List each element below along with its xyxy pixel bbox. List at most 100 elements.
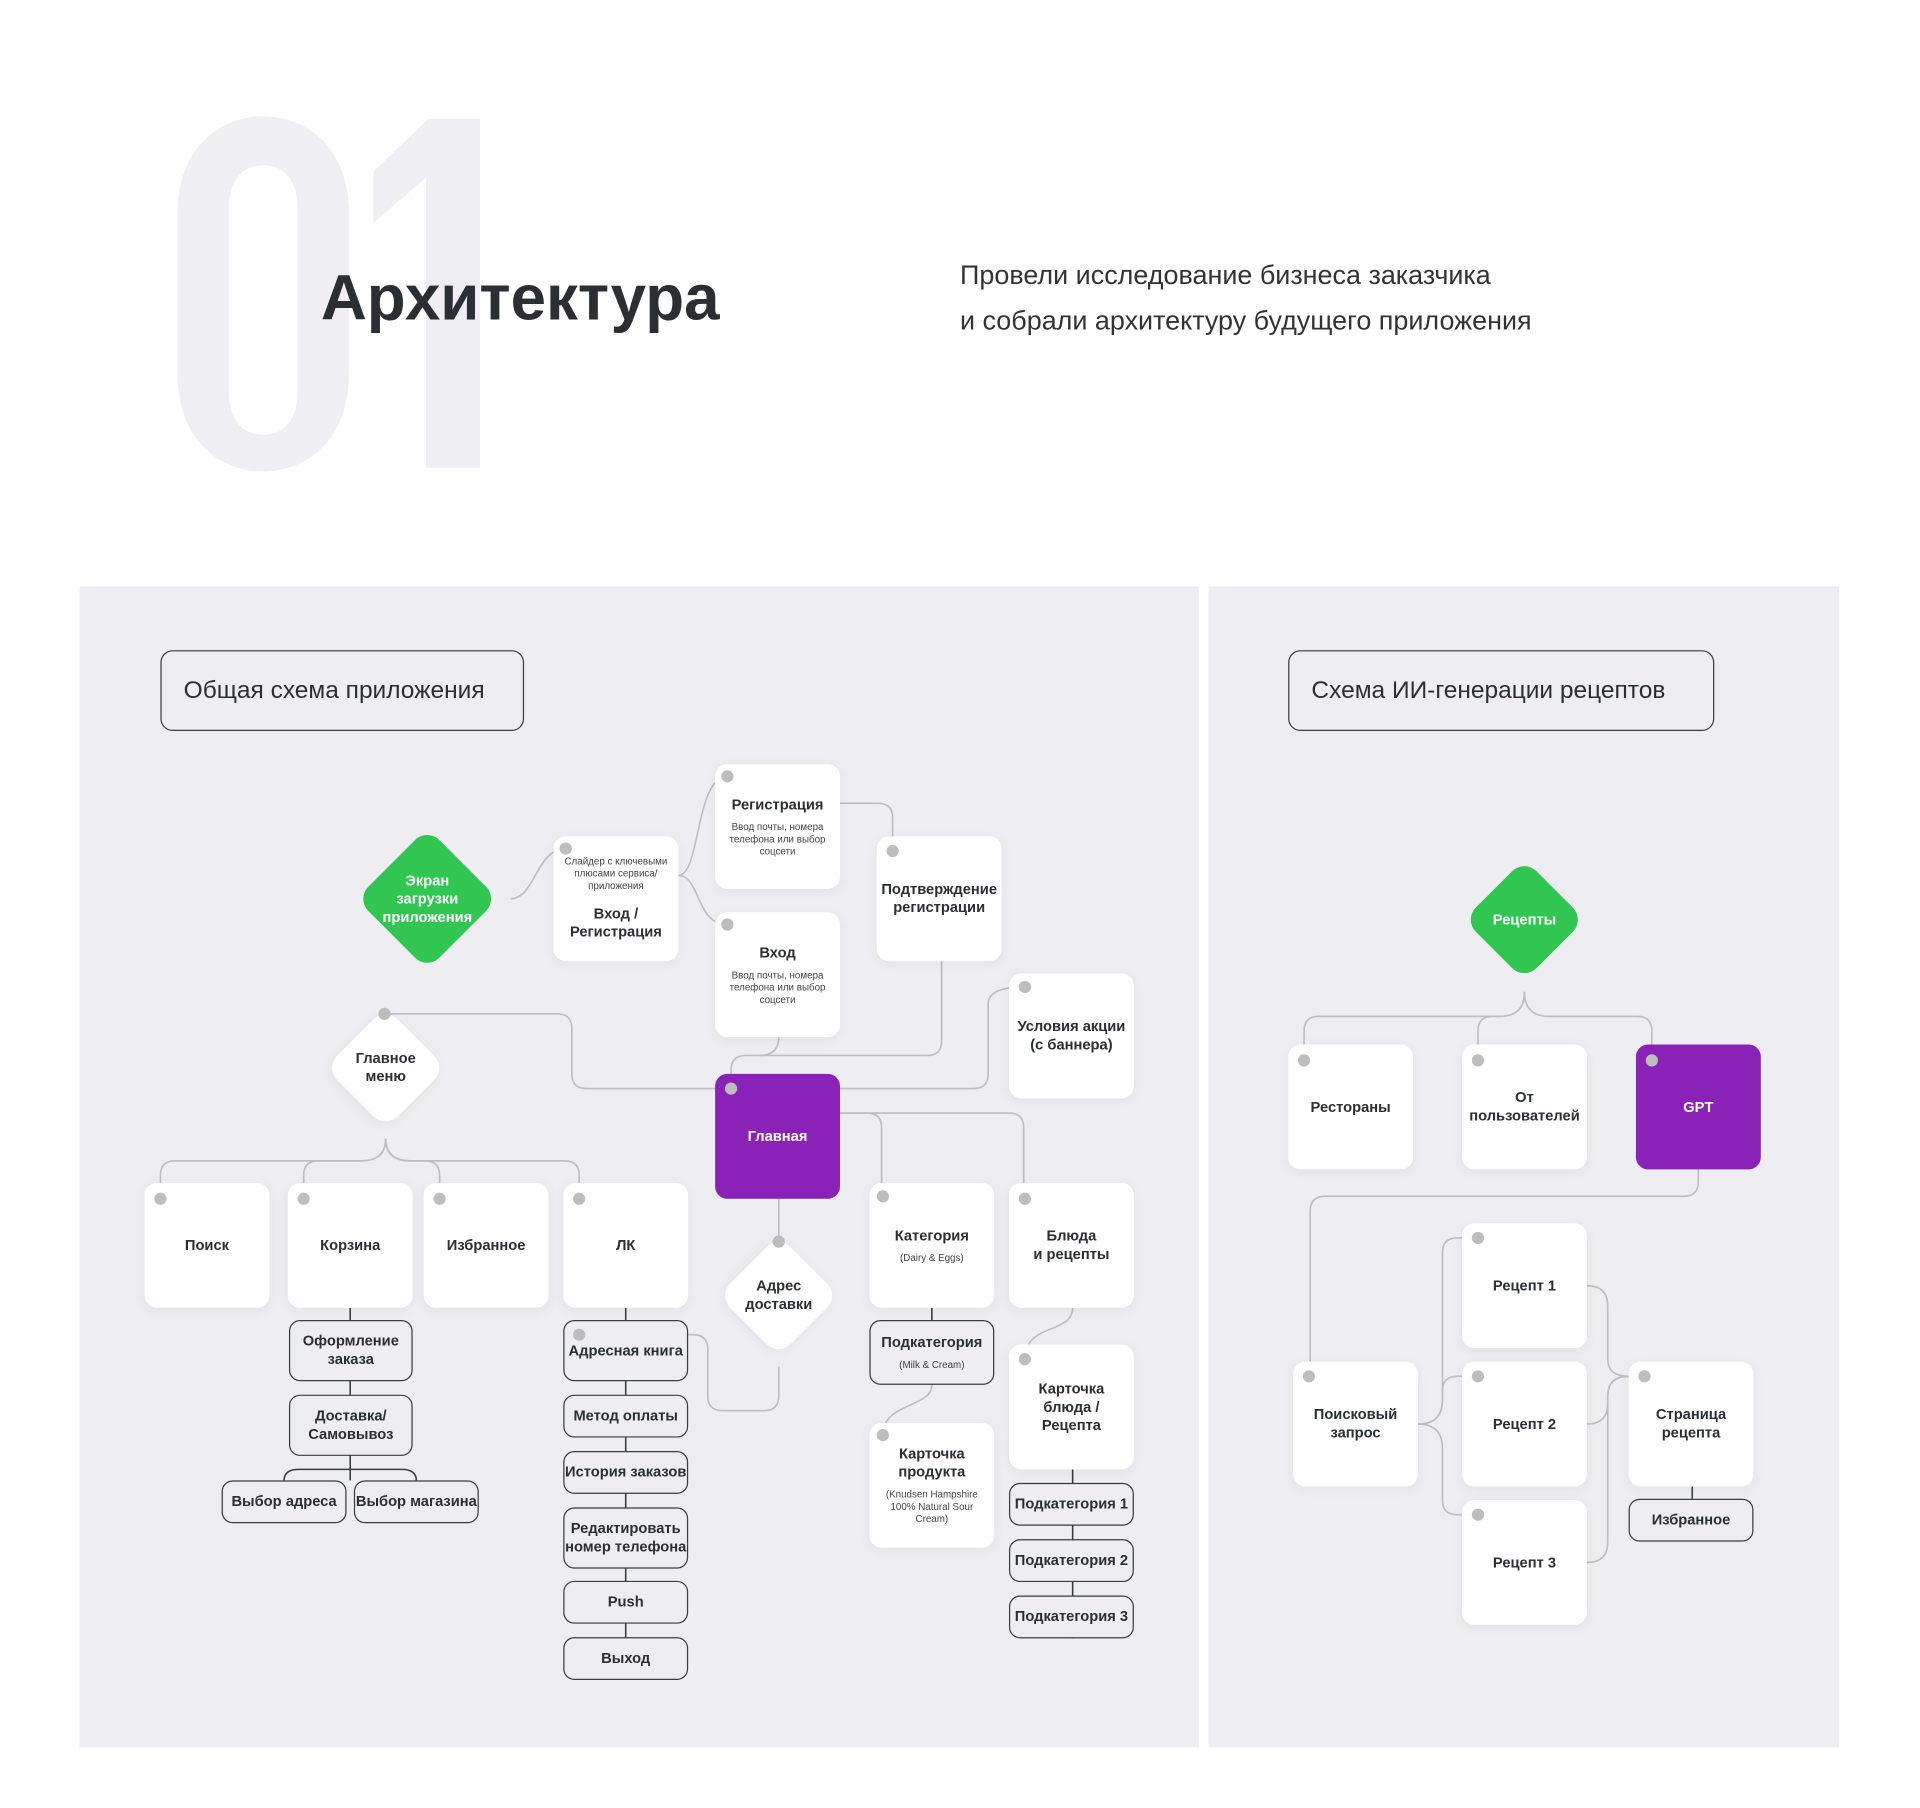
node-checkout-title: Оформление заказа: [302, 1332, 399, 1368]
node-choose-address[interactable]: Выбор адреса: [221, 1480, 347, 1524]
node-recipe-page-title: Страница рецепта: [1655, 1405, 1727, 1442]
connector-dot: [559, 842, 572, 855]
node-payment[interactable]: Метод оплаты: [563, 1394, 689, 1438]
node-from-users[interactable]: От пользователей: [1462, 1044, 1587, 1170]
node-recipe2-title: Рецепт 2: [1492, 1414, 1557, 1433]
connector: [840, 802, 894, 852]
node-delivery[interactable]: Доставка/ Самовывоз: [288, 1394, 413, 1456]
node-recipe3[interactable]: Рецепт 3: [1462, 1500, 1587, 1625]
page-title: Архитектура: [320, 263, 720, 335]
node-favorites[interactable]: Избранное: [423, 1182, 549, 1308]
node-edit-phone[interactable]: Редактировать номер телефона: [563, 1507, 689, 1569]
node-push[interactable]: Push: [563, 1580, 689, 1624]
connector: [579, 1333, 780, 1412]
node-dishes[interactable]: Блюда и рецепты: [1008, 1182, 1134, 1308]
digit-one-shape: [373, 118, 481, 468]
node-home[interactable]: Главная: [715, 1073, 841, 1199]
connector: [1417, 1375, 1478, 1425]
connector-dot: [876, 1190, 889, 1203]
node-checkout[interactable]: Оформление заказа: [288, 1320, 413, 1382]
node-subcategory-title: Подкатегория: [881, 1333, 983, 1351]
connector-dot: [1297, 1054, 1311, 1067]
node-product[interactable]: Карточка продукта(Knudsen Hampshire 100%…: [869, 1422, 995, 1548]
node-r-favorites[interactable]: Избранное: [1628, 1498, 1754, 1542]
node-register-title: Регистрация: [731, 795, 824, 813]
node-product-subtitle: (Knudsen Hampshire 100% Natural Sour Cre…: [885, 1488, 978, 1525]
node-cart-title: Корзина: [320, 1236, 381, 1254]
node-category[interactable]: Категория(Dairy & Eggs): [869, 1182, 995, 1308]
node-gpt-title: GPT: [1683, 1097, 1714, 1115]
connector: [302, 1138, 387, 1199]
node-choose-address-title: Выбор адреса: [231, 1492, 337, 1510]
connector-dot: [573, 1328, 586, 1341]
connector: [1309, 1169, 1700, 1377]
connector-dot: [721, 918, 734, 931]
node-register-subtitle: Ввод почты, номера телефона или выбор со…: [729, 821, 826, 857]
node-auth[interactable]: Слайдер с ключевыми плюсами сервиса/ при…: [553, 836, 679, 962]
connector-dot: [1018, 980, 1032, 994]
section-number-watermark: [177, 116, 481, 472]
node-dish-card[interactable]: Карточка блюда / Рецепта: [1008, 1344, 1134, 1470]
node-sub3[interactable]: Подкатегория 3: [1008, 1595, 1134, 1639]
node-account[interactable]: ЛК: [563, 1182, 689, 1308]
connector-dot: [886, 844, 899, 858]
node-from-users-title: От пользователей: [1469, 1088, 1580, 1125]
node-confirm-title: Подтверждение регистрации: [881, 880, 998, 916]
left-panel-label: Общая схема приложения: [160, 650, 525, 732]
connector-dot: [721, 770, 734, 783]
node-recipe2[interactable]: Рецепт 2: [1462, 1361, 1587, 1487]
node-search[interactable]: Поиск: [144, 1182, 270, 1308]
node-mainmenu-label: Главное меню: [355, 1049, 416, 1085]
connector-dot: [876, 1428, 889, 1442]
node-choose-store[interactable]: Выбор магазина: [353, 1480, 479, 1524]
node-restaurants[interactable]: Рестораны: [1288, 1044, 1414, 1170]
connector-dot: [1471, 1054, 1485, 1067]
node-confirm[interactable]: Подтверждение регистрации: [876, 836, 1002, 962]
connector: [730, 961, 943, 1089]
node-payment-title: Метод оплаты: [573, 1406, 678, 1425]
connector: [840, 986, 1025, 1090]
node-sub1[interactable]: Подкатегория 1: [1008, 1482, 1134, 1526]
connector: [283, 1468, 418, 1481]
connector: [384, 1013, 732, 1090]
node-cart[interactable]: Корзина: [287, 1182, 413, 1308]
node-delivery-title: Доставка/ Самовывоз: [308, 1406, 394, 1443]
node-address-book-title: Адресная книга: [568, 1341, 683, 1359]
node-query[interactable]: Поисковый запрос: [1293, 1361, 1418, 1487]
node-sub3-title: Подкатегория 3: [1014, 1607, 1129, 1625]
node-subcategory[interactable]: Подкатегория(Milk & Cream): [869, 1320, 995, 1385]
node-recipes-label: Рецепты: [1492, 910, 1557, 928]
node-recipe3-title: Рецепт 3: [1492, 1553, 1557, 1571]
connector-dot: [1638, 1370, 1651, 1383]
node-sub2-title: Подкатегория 2: [1014, 1551, 1129, 1569]
node-address-label: Адрес доставки: [745, 1277, 813, 1313]
node-recipe-page[interactable]: Страница рецепта: [1628, 1361, 1754, 1487]
node-promo[interactable]: Условия акции (с баннера): [1008, 973, 1134, 1099]
digit-zero-shape: [177, 116, 349, 472]
node-push-title: Push: [607, 1593, 644, 1611]
connector: [1586, 1375, 1629, 1564]
node-auth-title: Вход / Регистрация: [569, 904, 662, 941]
node-address-book[interactable]: Адресная книга: [563, 1320, 689, 1382]
connector-dot: [1302, 1370, 1316, 1383]
connector-dot: [154, 1192, 167, 1205]
node-logout[interactable]: Выход: [563, 1637, 689, 1681]
connector-dot: [1471, 1231, 1485, 1245]
node-account-title: ЛК: [616, 1236, 636, 1254]
node-home-title: Главная: [747, 1127, 808, 1145]
node-recipe1[interactable]: Рецепт 1: [1462, 1223, 1587, 1349]
node-orders[interactable]: История заказов: [563, 1451, 689, 1494]
node-gpt[interactable]: GPT: [1635, 1044, 1761, 1170]
connector-dot: [772, 1235, 785, 1248]
node-sub2[interactable]: Подкатегория 2: [1008, 1539, 1134, 1583]
connector: [1586, 1284, 1645, 1378]
connector-dot: [724, 1082, 738, 1095]
node-sub1-title: Подкатегория 1: [1014, 1495, 1129, 1513]
node-login-subtitle: Ввод почты, номера телефона или выбор со…: [729, 969, 826, 1005]
node-dish-card-title: Карточка блюда / Рецепта: [1038, 1379, 1105, 1434]
node-choose-store-title: Выбор магазина: [355, 1492, 477, 1510]
connector-dot: [433, 1192, 446, 1205]
